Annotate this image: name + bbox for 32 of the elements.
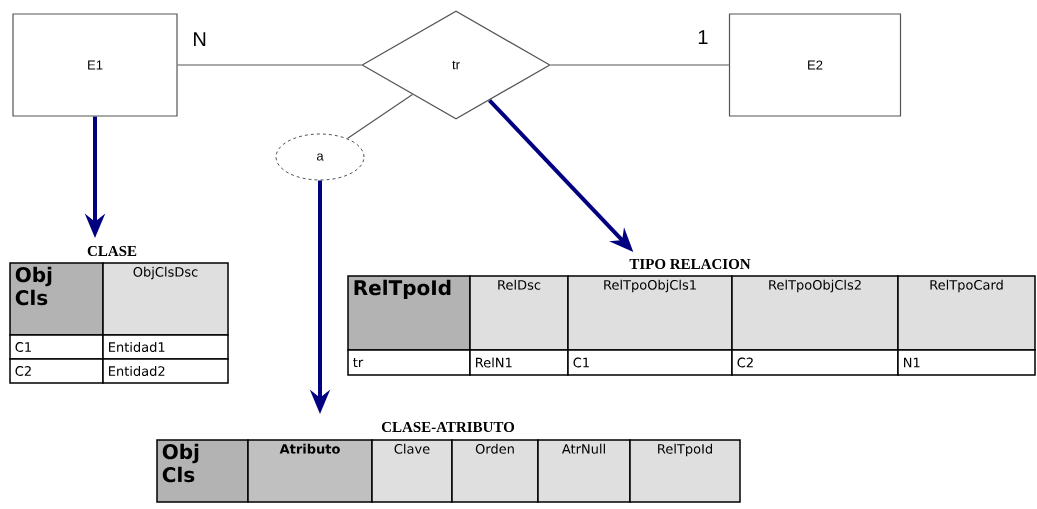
connector-line [177,64,362,66]
header-cell: RelTpoObjCls1 [567,275,733,351]
connector-line [346,93,414,140]
table-title: CLASE [87,245,137,257]
header-cell: Obj Cls [9,262,104,336]
table-cell: tr [347,349,471,376]
header-cell: Obj Cls [156,439,249,503]
table-cell: RelN1 [469,349,569,376]
table-cell: N1 [897,349,1036,376]
header-cell: ObjClsDsc [102,262,229,336]
entity-box: E2 [728,13,902,117]
header-cell: RelTpoCard [897,275,1036,351]
edge-label: N [191,31,208,47]
table-cell: Entidad1 [102,334,229,360]
header-cell: Atributo [247,439,373,503]
header-cell: Orden [451,439,539,503]
connector-line [550,64,730,66]
header-cell: RelTpoObjCls2 [731,275,899,351]
header-cell: RelTpoId [347,275,471,351]
header-cell: Clave [371,439,453,503]
header-cell: RelDsc [469,275,569,351]
table-cell: C2 [731,349,899,376]
table-cell: C2 [9,358,104,384]
header-cell: RelTpoId [629,439,741,503]
header-cell: AtrNull [537,439,631,503]
table-cell: Entidad2 [102,358,229,384]
table-title: TIPO RELACION [629,258,751,270]
edge-label: 1 [696,29,710,45]
table-cell: C1 [9,334,104,360]
table-title: CLASE-ATRIBUTO [381,421,515,433]
entity-box: E1 [12,13,178,117]
table-cell: C1 [567,349,733,376]
